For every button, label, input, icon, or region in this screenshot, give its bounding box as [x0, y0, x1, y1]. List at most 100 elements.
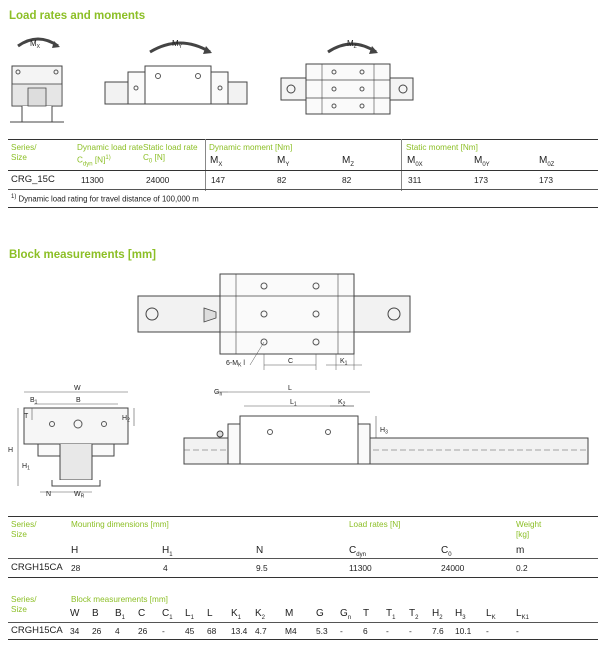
k1-label: K1	[340, 358, 348, 367]
mount-row-h: 28	[71, 563, 81, 573]
block-symbol: K2	[255, 608, 266, 621]
load-table-divider-1	[205, 139, 206, 191]
load-table-footnote: 1) Dynamic load rating for travel distan…	[11, 194, 199, 204]
load-rates-header: Load rates [N]	[349, 520, 401, 529]
mount-table-bottom-border	[8, 577, 598, 578]
load-row-my: 82	[277, 175, 287, 185]
block-value: 45	[185, 626, 195, 636]
symbol-m0z: M0Z	[539, 155, 555, 168]
load-table-series-header: Series/ Size	[11, 143, 37, 162]
top-view-mz-diagram: MZ	[280, 39, 414, 115]
my-label: MY	[172, 39, 183, 50]
block-value: 6	[363, 626, 368, 636]
n-label: N	[46, 491, 51, 498]
block-value: -	[340, 626, 343, 636]
block-symbol: M	[285, 608, 294, 619]
load-table-bottom-border	[8, 207, 598, 208]
load-row-m0x: 311	[408, 175, 422, 185]
mounting-dimensions-header: Mounting dimensions [mm]	[71, 520, 169, 529]
mount-table-series-header: Series/ Size	[11, 520, 37, 539]
mount-symbol-h: H	[71, 545, 79, 556]
block-symbol: T2	[409, 608, 419, 621]
symbol-my: MY	[277, 155, 290, 168]
w-label: W	[74, 385, 81, 392]
load-table-divider-2	[401, 139, 402, 191]
b-label: B	[76, 397, 81, 404]
block-value: 5.3	[316, 626, 328, 636]
block-symbol: C	[138, 608, 146, 619]
block-symbol: L1	[185, 608, 194, 621]
mount-row-c0: 24000	[441, 563, 465, 573]
l1-label: L1	[290, 399, 297, 408]
block-value: 10.1	[455, 626, 472, 636]
dynamic-moment-header: Dynamic moment [Nm]	[209, 143, 293, 152]
block-value: 4.7	[255, 626, 267, 636]
k2-label: K2	[338, 399, 346, 408]
load-row-c0: 24000	[146, 175, 170, 185]
load-row-cdyn: 11300	[81, 175, 104, 185]
mount-symbol-m: m	[516, 545, 525, 556]
section-title-block-measurements: Block measurements [mm]	[9, 249, 156, 261]
mount-row-series: CRGH15CA	[11, 562, 63, 573]
block-front-view-drawing: W B B1 H T H1 H2 N WR	[8, 385, 135, 500]
dynamic-load-header: Dynamic load rate Cdyn [N]1)	[77, 143, 143, 168]
block-symbol: B	[92, 608, 99, 619]
mount-row-n: 9.5	[256, 563, 268, 573]
block-value: -	[516, 626, 519, 636]
static-moment-header: Static moment [Nm]	[406, 143, 478, 152]
wr-label: WR	[74, 491, 85, 500]
mount-symbol-n: N	[256, 545, 264, 556]
block-symbol: C1	[162, 608, 173, 621]
symbol-mz: MZ	[342, 155, 355, 168]
block-measurements-header: Block measurements [mm]	[71, 595, 168, 604]
block-table-header-border	[8, 622, 598, 623]
h1-label: H1	[22, 463, 30, 472]
load-row-mx: 147	[211, 175, 225, 185]
block-symbol: B1	[115, 608, 126, 621]
mount-symbol-h1: H1	[162, 545, 173, 558]
l-label: L	[288, 385, 292, 392]
mount-symbol-cdyn: Cdyn	[349, 545, 366, 558]
mz-label: MZ	[347, 39, 357, 50]
block-row-series: CRGH15CA	[11, 625, 63, 636]
load-row-series: CRG_15C	[11, 174, 55, 185]
block-value: -	[409, 626, 412, 636]
block-value: -	[162, 626, 165, 636]
load-row-m0y: 173	[474, 175, 488, 185]
mount-row-h1: 4	[163, 563, 168, 573]
load-moment-diagrams: MX MY MZ	[10, 37, 414, 123]
symbol-m0y: M0Y	[474, 155, 490, 168]
block-value: 68	[207, 626, 217, 636]
block-value: 4	[115, 626, 120, 636]
mx-label: MX	[30, 39, 41, 50]
block-value: 13.4	[231, 626, 248, 636]
block-side-view-drawing: L L1 K2 Gn H3	[183, 385, 589, 465]
block-top-view-drawing: 6-MK l C K1	[137, 273, 411, 370]
t-label: T	[24, 413, 29, 420]
block-table-series-header: Series/ Size	[11, 595, 37, 614]
block-value: -	[486, 626, 489, 636]
load-row-mz: 82	[342, 175, 352, 185]
block-value: 26	[138, 626, 148, 636]
h2-label: H2	[122, 415, 130, 424]
symbol-m0x: M0X	[407, 155, 423, 168]
block-symbol: K1	[231, 608, 242, 621]
c-label: C	[288, 358, 293, 365]
load-table-header-border	[8, 170, 598, 171]
weight-header: Weight [kg]	[516, 520, 542, 539]
h3-label: H3	[380, 427, 388, 436]
mount-table-top-border	[8, 516, 598, 517]
block-symbol: W	[70, 608, 80, 619]
load-row-m0z: 173	[539, 175, 553, 185]
side-view-my-diagram: MY	[104, 39, 248, 105]
block-value: -	[386, 626, 389, 636]
block-value: 7.6	[432, 626, 444, 636]
block-table-bottom-border	[8, 639, 598, 640]
symbol-mx: MX	[210, 155, 223, 168]
section-title-load-rates: Load rates and moments	[9, 10, 146, 22]
block-symbol: H2	[432, 608, 443, 621]
block-symbol: Gn	[340, 608, 352, 621]
block-symbol: T	[363, 608, 370, 619]
mount-row-m: 0.2	[516, 563, 528, 573]
block-symbol: LK	[486, 608, 496, 621]
